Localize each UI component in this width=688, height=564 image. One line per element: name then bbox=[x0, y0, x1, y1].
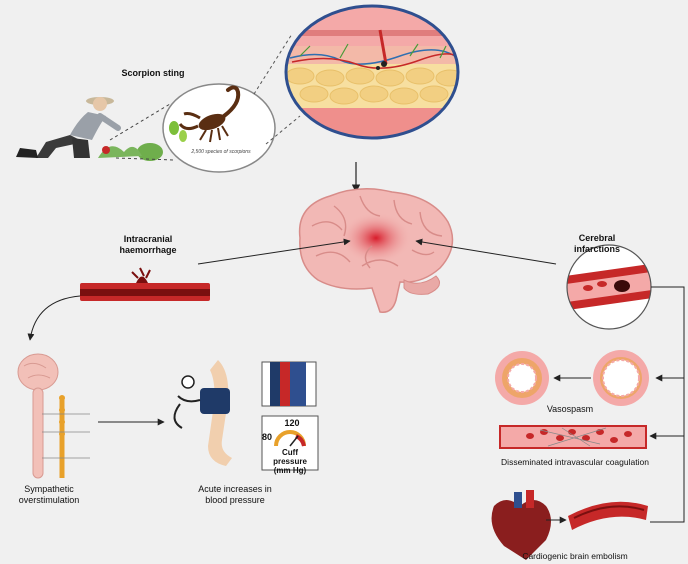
dic-label: Disseminated intravascular coagulation bbox=[480, 458, 670, 468]
sympathetic-label-line1: Sympathetic bbox=[4, 484, 94, 494]
scorpion-circle bbox=[163, 84, 275, 172]
cuff-label-line1: Cuff bbox=[262, 448, 318, 457]
species-caption: 2,500 species of scorpions bbox=[176, 150, 266, 156]
gauge-low-value: 80 bbox=[258, 432, 276, 442]
embolus-vessel bbox=[568, 502, 648, 530]
sympathetic-chain bbox=[42, 395, 90, 478]
cerebral-label-line1: Cerebral bbox=[562, 233, 632, 243]
sympathetic-label-line2: overstimulation bbox=[4, 495, 94, 505]
cuff-label-line2: pressure bbox=[262, 457, 318, 466]
brain bbox=[300, 189, 453, 312]
embolism-label: Cardiogenic brain embolism bbox=[490, 552, 660, 562]
cerebral-label-line2: infarctions bbox=[562, 244, 632, 254]
bleeding-vessel bbox=[80, 268, 210, 301]
farmer-figure bbox=[16, 97, 163, 161]
skin-layers bbox=[280, 0, 470, 138]
intracranial-label-line2: haemorrhage bbox=[108, 245, 188, 255]
cuff-label-line3: (mm Hg) bbox=[262, 466, 318, 475]
cuff-closeup bbox=[262, 362, 316, 406]
arm-with-cuff bbox=[174, 360, 232, 466]
intracranial-label-line1: Intracranial bbox=[108, 234, 188, 244]
clotted-vessel bbox=[558, 245, 662, 329]
scorpion-sting-label: Scorpion sting bbox=[108, 68, 198, 78]
gauge-high-value: 120 bbox=[280, 418, 304, 428]
dic-vessel bbox=[500, 426, 646, 448]
acute-label-line2: blood pressure bbox=[180, 495, 290, 505]
acute-label-line1: Acute increases in bbox=[180, 484, 290, 494]
spinal-cord bbox=[18, 354, 58, 478]
heart bbox=[492, 490, 551, 560]
vasospasm-label: Vasospasm bbox=[530, 404, 610, 414]
